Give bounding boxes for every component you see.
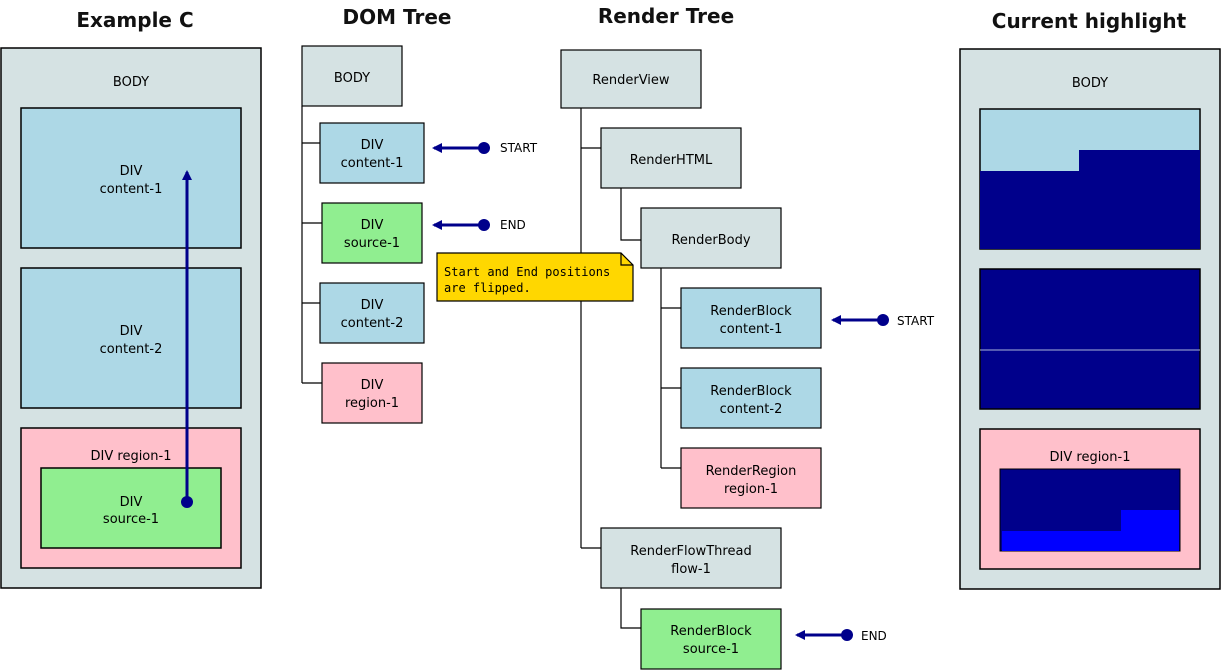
render-flow-label-1: RenderFlowThread <box>630 544 751 559</box>
example-content2-box <box>20 267 242 409</box>
render-html-label: RenderHTML <box>630 153 713 168</box>
example-content1-label-2: content-1 <box>100 182 163 197</box>
dom-tree: BODY DIV content-1 DIV source-1 DIV cont… <box>301 45 538 424</box>
example-panel: BODY DIV content-1 DIV content-2 DIV reg… <box>0 47 262 589</box>
highlight-body-label: BODY <box>1072 76 1108 91</box>
example-content1-box <box>20 107 242 249</box>
example-region-label: DIV region-1 <box>91 449 172 464</box>
dom-body-node <box>301 45 403 107</box>
render-source-label-2: source-1 <box>683 642 739 657</box>
render-block1-label-2: content-1 <box>720 322 783 337</box>
render-region-label-1: RenderRegion <box>706 464 797 479</box>
render-region-label-2: region-1 <box>724 482 778 497</box>
render-body-node <box>640 207 782 269</box>
render-block2-label-1: RenderBlock <box>710 384 792 399</box>
dom-region1-label-2: region-1 <box>345 396 399 411</box>
render-start-dot <box>877 314 889 326</box>
render-body-label: RenderBody <box>671 233 750 248</box>
dom-content2-node <box>319 282 425 344</box>
note-box <box>436 252 634 302</box>
flipped-note: Start and End positions are flipped. <box>436 252 634 302</box>
render-source-node <box>640 608 782 670</box>
heading-render-tree: Render Tree <box>598 4 734 28</box>
render-tree-connectors <box>580 108 681 629</box>
note-text-line-2: are flipped. <box>444 281 531 295</box>
dom-region1-label-1: DIV <box>361 378 384 393</box>
render-block2-label-2: content-2 <box>720 402 783 417</box>
dom-content1-node <box>319 122 425 184</box>
heading-current-highlight: Current highlight <box>992 9 1187 33</box>
render-start-label: START <box>897 314 935 328</box>
dom-body-label: BODY <box>334 71 370 86</box>
dom-region1-node <box>321 362 423 424</box>
render-end-label: END <box>861 629 887 643</box>
dom-content1-label-2: content-1 <box>341 156 404 171</box>
dom-tree-connectors <box>301 106 322 384</box>
dom-content2-label-2: content-2 <box>341 316 404 331</box>
dom-end-label: END <box>500 218 526 232</box>
highlight-content1-selection <box>980 150 1200 249</box>
render-block1-node <box>680 287 822 349</box>
example-source-label-1: DIV <box>120 495 143 510</box>
note-text-line-1: Start and End positions <box>444 265 610 279</box>
render-source-label-1: RenderBlock <box>670 624 752 639</box>
dom-content2-label-1: DIV <box>361 298 384 313</box>
render-view-node <box>560 49 702 109</box>
heading-dom-tree: DOM Tree <box>343 5 452 29</box>
dom-source1-label-2: source-1 <box>344 236 400 251</box>
highlight-region-label: DIV region-1 <box>1050 450 1131 465</box>
dom-start-dot <box>478 142 490 154</box>
render-region-node <box>680 447 822 509</box>
render-flow-node <box>600 527 782 589</box>
dom-end-dot <box>478 219 490 231</box>
render-end-dot <box>841 629 853 641</box>
example-source-label-2: source-1 <box>103 512 159 527</box>
highlight-panel: BODY DIV region-1 <box>959 48 1221 590</box>
render-html-node <box>600 127 742 189</box>
render-block2-node <box>680 367 822 429</box>
render-tree: RenderView RenderHTML RenderBody RenderB… <box>560 49 935 670</box>
render-flow-label-2: flow-1 <box>671 562 711 577</box>
selection-arrow-start-dot <box>181 496 193 508</box>
example-content1-label-1: DIV <box>120 164 143 179</box>
dom-source1-label-1: DIV <box>361 218 384 233</box>
example-source-box <box>40 467 222 549</box>
example-content2-label-2: content-2 <box>100 342 163 357</box>
dom-content1-label-1: DIV <box>361 138 384 153</box>
example-body-label: BODY <box>113 75 149 90</box>
dom-start-label: START <box>500 141 538 155</box>
heading-example-c: Example C <box>76 8 193 32</box>
note-fold <box>620 253 633 266</box>
render-block1-label-1: RenderBlock <box>710 304 792 319</box>
dom-source1-node <box>321 202 423 264</box>
highlight-region-selection-bright <box>1002 510 1179 551</box>
highlight-content2-box <box>979 268 1201 410</box>
render-view-label: RenderView <box>592 73 669 88</box>
example-content2-label-1: DIV <box>120 324 143 339</box>
